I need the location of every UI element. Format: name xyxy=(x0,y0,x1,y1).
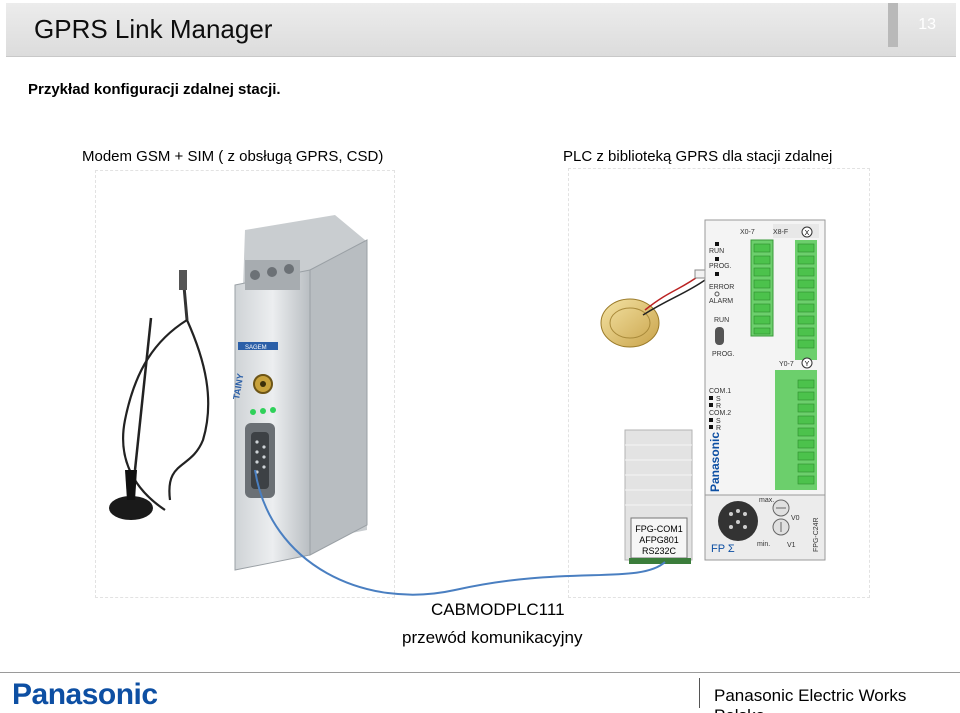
title-bar: GPRS Link Manager 13 xyxy=(6,3,956,57)
footer-company: Panasonic Electric Works Polska xyxy=(714,686,907,713)
plc-switch-run: RUN xyxy=(714,317,729,324)
plc-series: FP Σ xyxy=(711,543,735,555)
plc-status-error: ERROR xyxy=(709,284,734,291)
plc-terminal-blocks xyxy=(750,239,817,490)
plc-unit: X0-7 X8-F X xyxy=(704,219,826,561)
title-accent-bar xyxy=(888,3,898,47)
plc-min: min. xyxy=(757,541,770,548)
plc-max: max. xyxy=(759,497,774,504)
plc-inputs-label-1: X0-7 xyxy=(740,229,755,236)
plc-com2-s: S xyxy=(716,418,721,425)
plc-v0: V0 xyxy=(791,515,800,522)
page-number: 13 xyxy=(918,16,936,33)
modem-caption: Modem GSM + SIM ( z obsługą GPRS, CSD) xyxy=(82,148,384,165)
modem-image-frame xyxy=(95,170,395,598)
plc-model: FPG-C24R xyxy=(813,517,820,552)
plc-inputs-symbol: X xyxy=(805,230,810,237)
plc-com1-s: S xyxy=(716,396,721,403)
cable-description: przewód komunikacyjny xyxy=(402,628,583,647)
plc-caption: PLC z biblioteką GPRS dla stacji zdalnej xyxy=(563,148,833,165)
plc-com2-r: R xyxy=(716,425,721,432)
hardware-diagram: SAGEM TAINY FPG-COM1 AFPG801 RS232 xyxy=(109,215,826,596)
plc-image-frame xyxy=(568,168,870,598)
plc-brand: Panasonic xyxy=(708,432,722,492)
communication-cable xyxy=(254,469,666,596)
plc-status-alarm: ALARM xyxy=(709,298,733,305)
battery-icon xyxy=(600,269,710,348)
plc-com1: COM.1 xyxy=(709,388,731,395)
plc-outputs-label: Y0-7 xyxy=(779,361,794,368)
panasonic-logo: Panasonic xyxy=(12,678,158,711)
cable-name: CABMODPLC111 xyxy=(431,600,565,619)
slide-subtitle: Przykład konfiguracji zdalnej stacji. xyxy=(28,81,281,98)
plc-inputs-label-2: X8-F xyxy=(773,229,788,236)
com-module-line2: AFPG801 xyxy=(639,535,679,545)
plc-v1: V1 xyxy=(787,542,796,549)
plc-status-run: RUN xyxy=(709,248,724,255)
modem-brand: SAGEM xyxy=(245,345,267,351)
slide-title: GPRS Link Manager xyxy=(34,14,273,44)
plc-status-prog: PROG. xyxy=(709,263,732,270)
com-module-line3: RS232C xyxy=(642,546,677,556)
footer-separator xyxy=(699,678,700,708)
footer-divider xyxy=(0,672,960,673)
plc-com2: COM.2 xyxy=(709,410,731,417)
com-module-line1: FPG-COM1 xyxy=(635,524,683,534)
plc-switch-prog: PROG. xyxy=(712,351,735,358)
antenna-icon xyxy=(109,270,210,520)
plc-outputs-symbol: Y xyxy=(805,361,810,368)
com-module: FPG-COM1 AFPG801 RS232C xyxy=(624,429,693,564)
gsm-modem: SAGEM TAINY xyxy=(231,215,368,571)
modem-model: TAINY xyxy=(231,373,245,401)
plc-com1-r: R xyxy=(716,403,721,410)
